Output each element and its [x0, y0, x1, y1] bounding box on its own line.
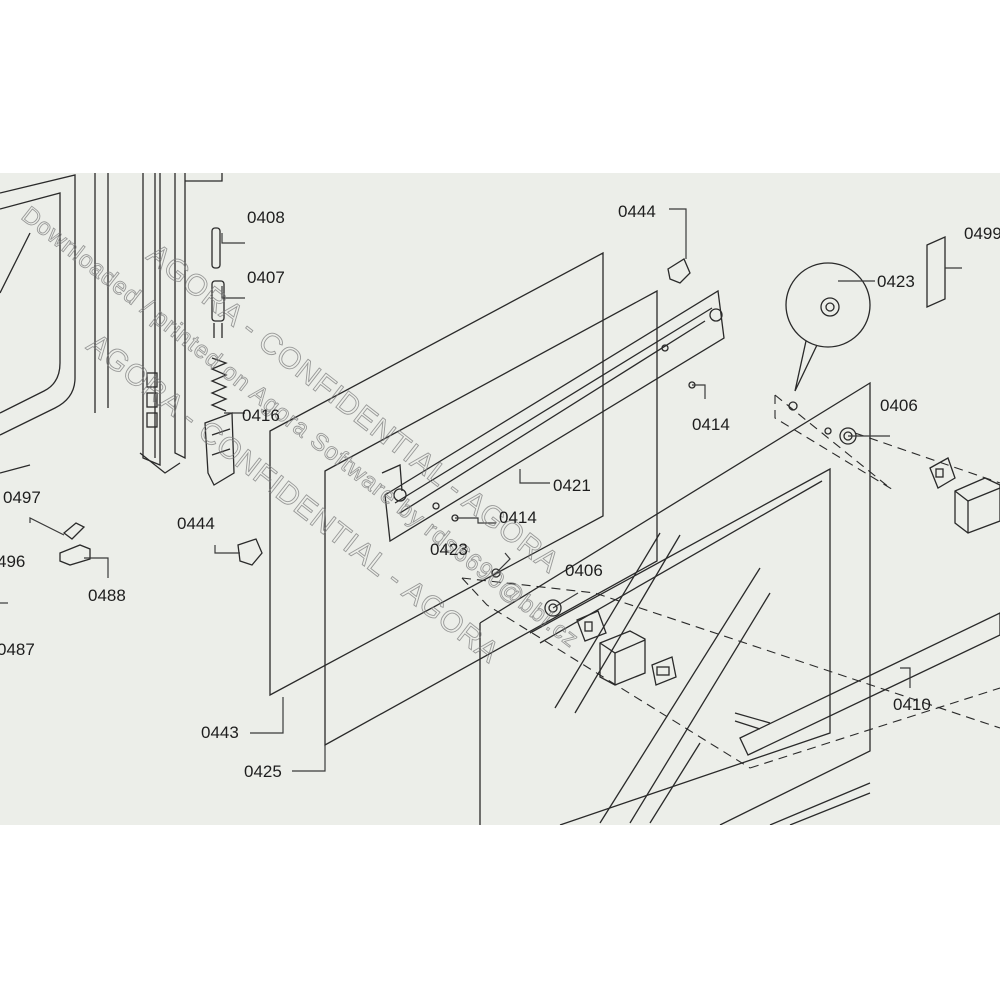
label-0497: 0497	[3, 488, 41, 507]
label-0487: 0487	[0, 640, 35, 659]
part-labels: 0408 0407 0416 0444 0444 0497 496 0488 0…	[0, 202, 1000, 781]
label-0488: 0488	[88, 586, 126, 605]
label-0406-upper: 0406	[880, 396, 918, 415]
label-0496: 496	[0, 552, 25, 571]
diagram-screen: Downloaded / printed on Agora Software b…	[0, 173, 1000, 825]
label-0416: 0416	[242, 406, 280, 425]
label-0421: 0421	[553, 476, 591, 495]
label-0444-left: 0444	[177, 514, 215, 533]
door-rail-0421	[381, 289, 725, 543]
leader-lines	[0, 208, 962, 772]
label-0423-upper: 0423	[877, 272, 915, 291]
label-0414-lower: 0414	[499, 508, 537, 527]
label-0443: 0443	[201, 723, 239, 742]
hinge-assembly	[59, 173, 691, 566]
label-0423-lower: 0423	[430, 540, 468, 559]
label-0414-upper: 0414	[692, 415, 730, 434]
label-0407: 0407	[247, 268, 285, 287]
label-0444-top: 0444	[618, 202, 656, 221]
label-0406-lower: 0406	[565, 561, 603, 580]
glass-pane-0425	[324, 289, 658, 747]
assembly-outlines	[461, 394, 1000, 769]
exploded-parts-diagram: Downloaded / printed on Agora Software b…	[0, 173, 1000, 825]
label-0425: 0425	[244, 762, 282, 781]
label-0410: 0410	[893, 695, 931, 714]
label-0408: 0408	[247, 208, 285, 227]
oven-frame-left	[0, 173, 109, 474]
glass-pane-0443	[269, 251, 604, 697]
outer-door	[479, 381, 1000, 825]
label-0499: 0499	[964, 224, 1000, 243]
